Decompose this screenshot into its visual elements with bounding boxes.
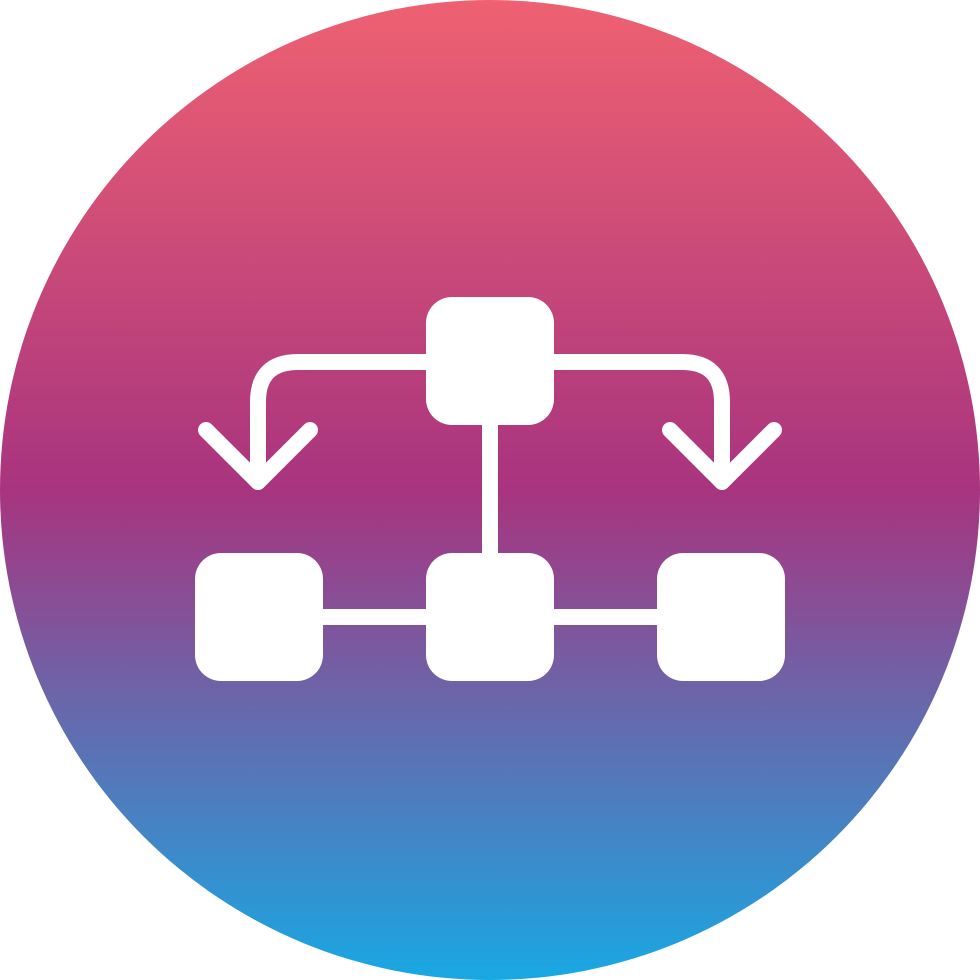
top-node <box>426 297 554 425</box>
right-arrow-head-icon <box>662 422 782 490</box>
bottom-left-node <box>195 553 323 681</box>
bottom-middle-node <box>426 553 554 681</box>
workflow-glyph <box>195 297 785 681</box>
right-branch-line <box>532 354 730 490</box>
left-branch-line <box>250 354 448 490</box>
bottom-right-node <box>657 553 785 681</box>
left-arrow-head-icon <box>198 422 318 490</box>
nodes <box>195 297 785 681</box>
